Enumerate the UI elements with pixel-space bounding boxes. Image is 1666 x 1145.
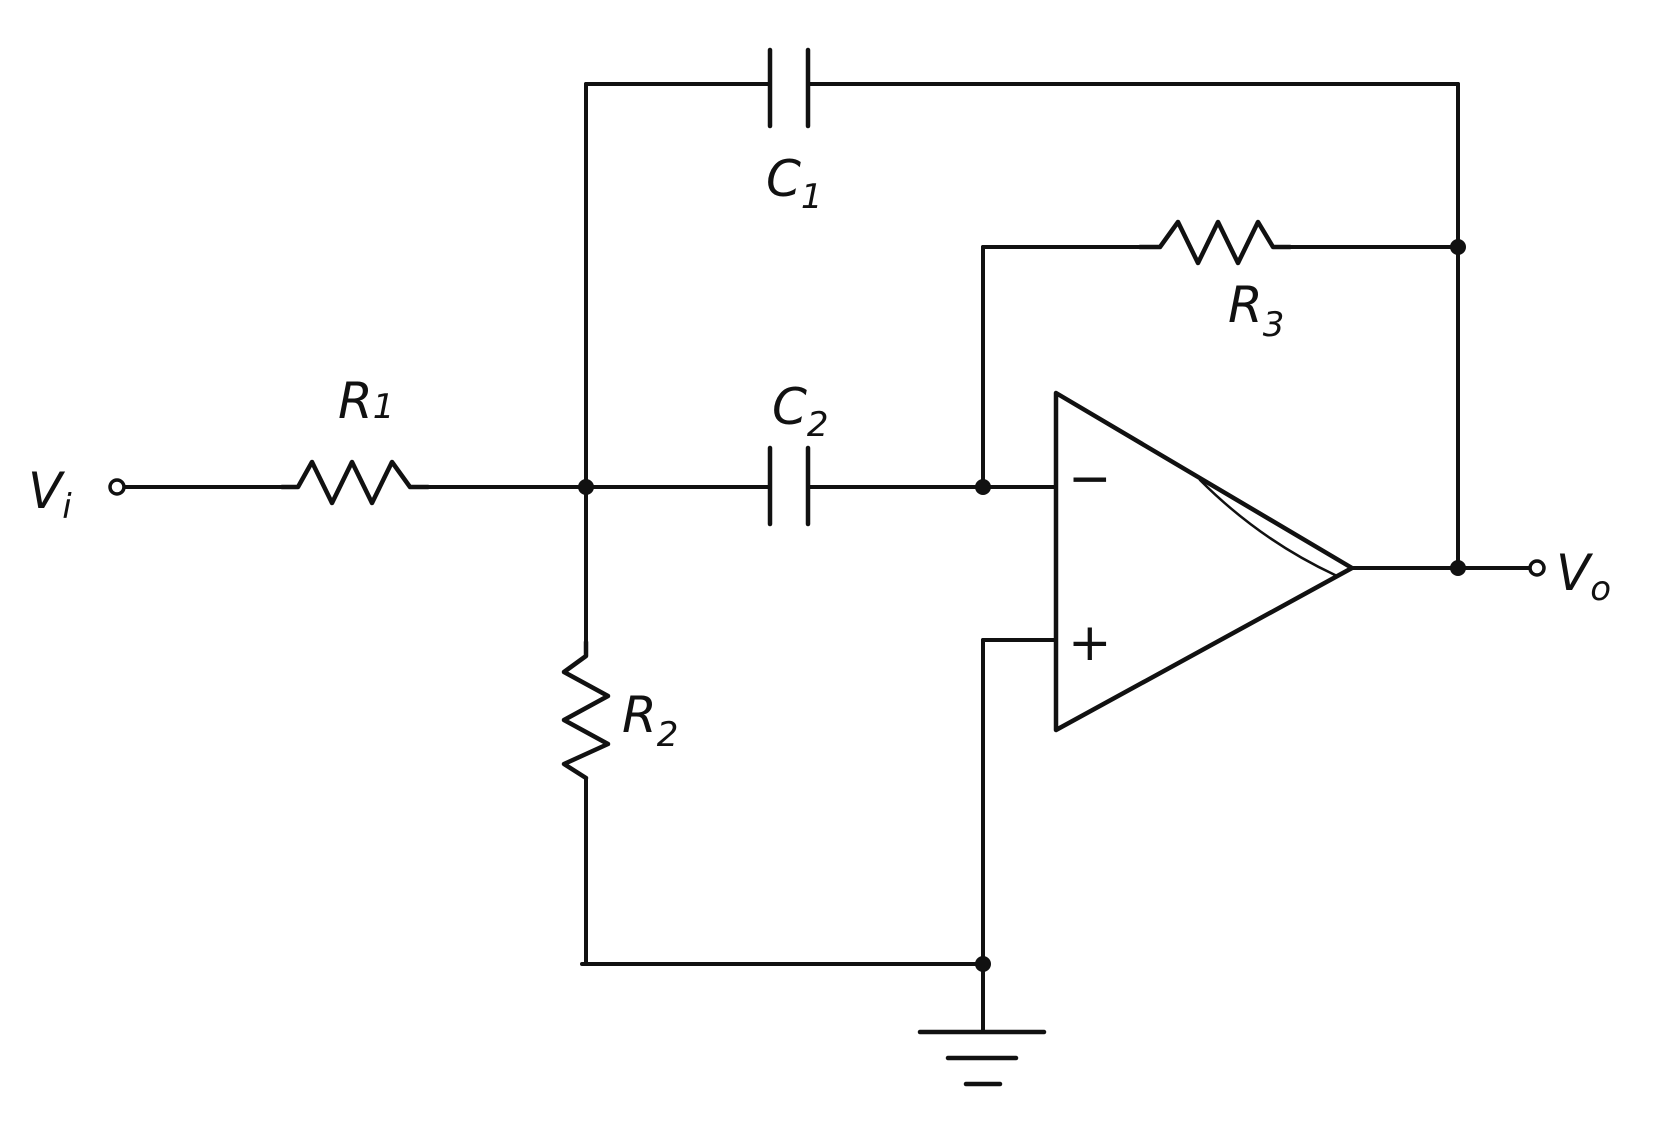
capacitor-c1-symbol	[767, 47, 811, 129]
label-vi: Vi	[28, 462, 72, 527]
input-terminal	[108, 478, 126, 496]
junction-inverting	[975, 479, 991, 495]
junction-r3-right	[1450, 239, 1466, 255]
label-r2: R2	[622, 686, 678, 755]
label-inverting-sign: −	[1068, 449, 1112, 509]
label-c2: C2	[772, 378, 829, 445]
op-amp-symbol	[1053, 390, 1355, 733]
output-terminal	[1528, 559, 1546, 577]
ground-symbol	[917, 1029, 1047, 1087]
junction-ground	[975, 956, 991, 972]
resistor-r2-symbol	[561, 639, 611, 781]
resistor-r3-symbol	[1137, 219, 1293, 266]
label-c1: C1	[766, 150, 823, 217]
label-vo: Vo	[1556, 544, 1611, 609]
junction-dots	[578, 239, 1466, 972]
wires	[120, 82, 1532, 1034]
label-noninverting-sign: +	[1068, 613, 1112, 673]
label-r1: R1	[338, 372, 394, 430]
junction-output	[1450, 560, 1466, 576]
junction-node-a	[578, 479, 594, 495]
capacitor-c2-symbol	[767, 445, 811, 527]
resistor-r1-symbol	[279, 459, 431, 506]
label-r3: R3	[1228, 276, 1284, 345]
